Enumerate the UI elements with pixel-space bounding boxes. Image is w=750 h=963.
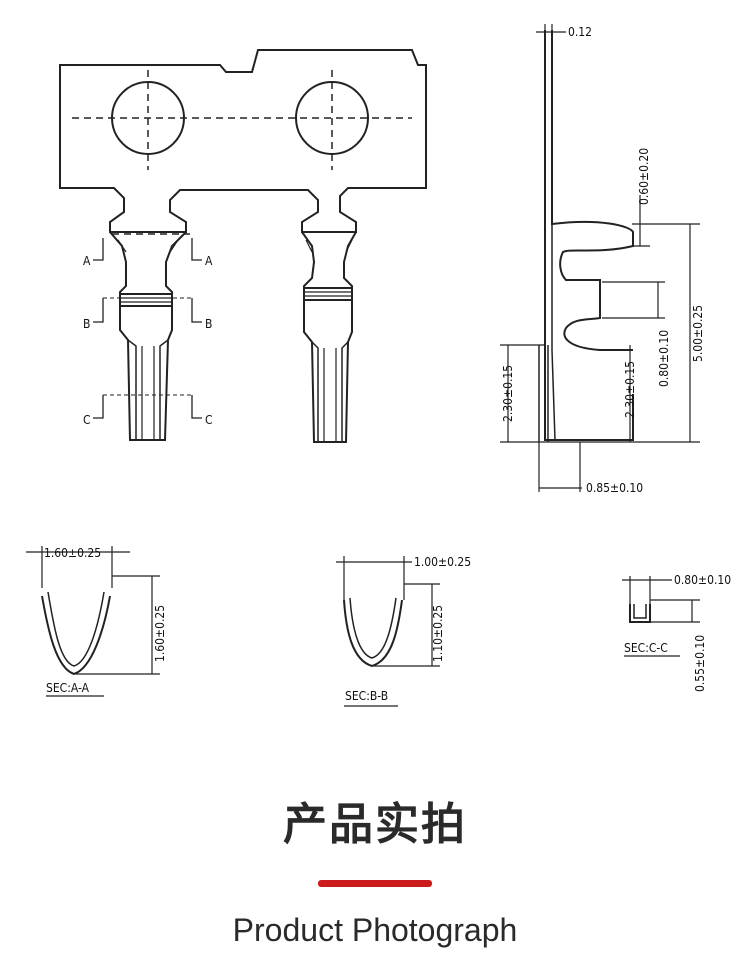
side-view-dimension-lines	[500, 24, 700, 492]
dim-overall-height: 5.00±0.25	[691, 305, 705, 362]
section-bb-label: SEC:B-B	[345, 689, 388, 703]
dim-inner-height: 2.30±0.15	[623, 361, 637, 418]
terminal-left	[109, 231, 187, 441]
cut-label-b-right: B	[205, 317, 212, 331]
section-aa-dimension-lines	[26, 546, 160, 697]
section-title-cn: 产品实拍	[283, 799, 467, 850]
cut-label-a-left: A	[83, 254, 91, 268]
title-accent-bar	[318, 880, 432, 887]
terminal-right	[301, 231, 357, 443]
cut-plane-markers	[93, 238, 202, 419]
section-cc-label: SEC:C-C	[624, 641, 668, 655]
cut-label-c-right: C	[205, 413, 213, 427]
section-cc-dimension-lines	[622, 576, 700, 657]
carrier-strip	[59, 49, 427, 233]
dim-base-width: 0.85±0.10	[586, 481, 643, 495]
section-cc-height: 0.55±0.10	[693, 635, 707, 692]
section-aa-height: 1.60±0.25	[153, 605, 167, 662]
section-aa-profile	[41, 591, 111, 676]
section-cc-width: 0.80±0.10	[674, 573, 731, 587]
side-view-profile	[538, 30, 634, 442]
dim-left-height: 2.30±0.15	[501, 365, 515, 422]
section-aa-label: SEC:A-A	[46, 681, 90, 695]
centerlines	[72, 70, 412, 235]
section-bb-height: 1.10±0.25	[431, 605, 445, 662]
dim-mid-step: 0.80±0.10	[657, 330, 671, 387]
cut-label-a-right: A	[205, 254, 213, 268]
section-title-en: Product Photograph	[232, 912, 518, 948]
cut-label-b-left: B	[83, 317, 90, 331]
terminal-technical-drawing: A A B B C C 0.12 0.60±0.20 5.00±0.25 0.8…	[26, 24, 731, 707]
section-bb-dimension-lines	[336, 556, 440, 707]
section-bb-width: 1.00±0.25	[414, 555, 471, 569]
dim-top-step: 0.60±0.20	[637, 148, 651, 205]
section-aa-width: 1.60±0.25	[44, 546, 101, 560]
section-bb-profile	[343, 597, 403, 668]
cut-label-c-left: C	[83, 413, 91, 427]
dim-thickness: 0.12	[568, 25, 592, 39]
section-cc-profile	[629, 604, 651, 623]
